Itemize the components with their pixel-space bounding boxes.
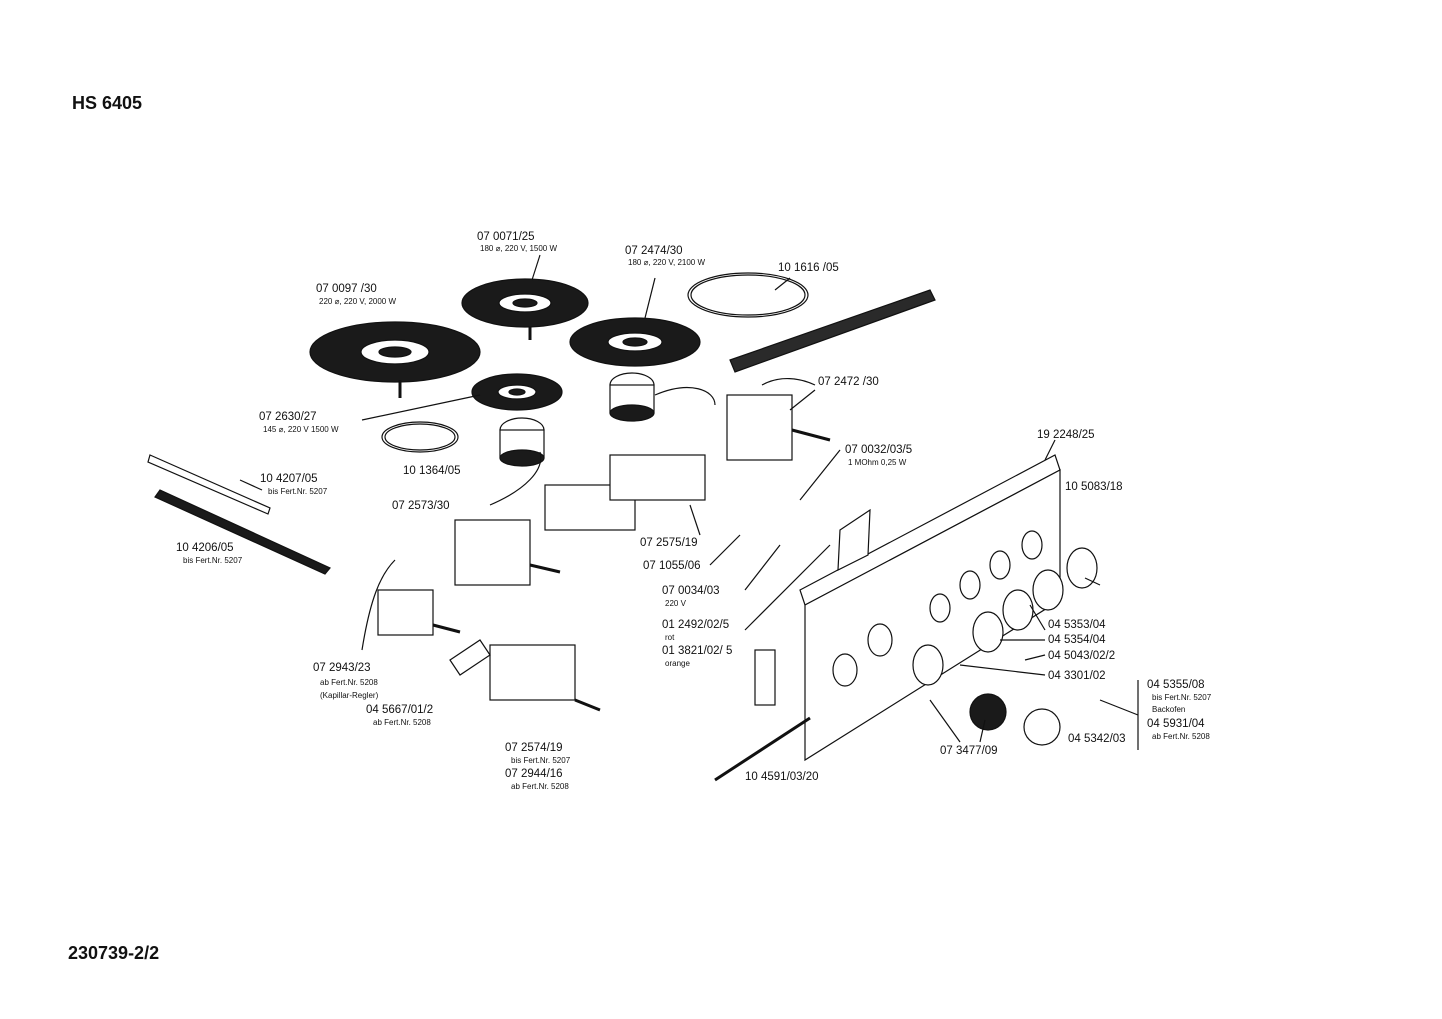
rotary-switch-2 — [609, 454, 706, 501]
part-spec: (Kapillar-Regler) — [320, 691, 379, 700]
part-label: 04 5667/01/2 — [366, 704, 434, 716]
part-spec: Backofen — [1152, 705, 1186, 714]
knob-2 — [1032, 569, 1064, 611]
doc-number: 230739-2/2 — [68, 943, 160, 963]
part-label: 10 4591/03/20 — [745, 771, 819, 783]
capillary-thermostat — [377, 589, 434, 636]
part-label: 10 5083/18 — [1065, 481, 1123, 493]
part-label: 19 2248/25 — [1037, 429, 1095, 441]
part-label: 04 3301/02 — [1048, 670, 1106, 682]
model-title: HS 6405 — [72, 93, 143, 113]
switch-box-1 — [726, 394, 793, 461]
part-label: 07 3477/09 — [940, 745, 998, 757]
trim-ring-large — [687, 272, 809, 318]
oven-knob — [969, 693, 1007, 731]
power-cable — [714, 716, 811, 782]
part-label: 04 5353/04 — [1048, 619, 1106, 631]
part-spec: bis Fert.Nr. 5207 — [1152, 693, 1212, 702]
part-spec: 220 V — [665, 599, 686, 608]
hotplate-220 — [309, 321, 481, 398]
support-bracket — [729, 289, 936, 373]
cover-cap — [1023, 708, 1061, 746]
part-label: 07 0097 /30 — [316, 283, 377, 295]
part-label: 07 0034/03 — [662, 585, 720, 597]
part-spec: rot — [665, 633, 675, 642]
knob-3 — [1002, 589, 1034, 631]
part-label: 07 2575/19 — [640, 537, 698, 549]
part-label: 04 5342/03 — [1068, 733, 1126, 745]
part-spec: bis Fert.Nr. 5207 — [268, 487, 328, 496]
part-label: 01 3821/02/ 5 — [662, 645, 733, 657]
part-label: 07 2472 /30 — [818, 376, 879, 388]
part-spec: 180 ⌀, 220 V, 1500 W — [480, 244, 558, 253]
switch-box-2 — [454, 519, 531, 586]
part-label: 10 1364/05 — [403, 465, 461, 477]
part-spec: bis Fert.Nr. 5207 — [183, 556, 243, 565]
oven-selector — [489, 644, 576, 701]
part-label: 07 2573/30 — [392, 500, 450, 512]
part-label: 07 1055/06 — [643, 560, 701, 572]
part-label: 10 1616 /05 — [778, 262, 839, 274]
part-label: 07 2630/27 — [259, 411, 317, 423]
part-spec: 1 MOhm 0,25 W — [848, 458, 907, 467]
part-spec: ab Fert.Nr. 5208 — [511, 782, 569, 791]
part-spec: ab Fert.Nr. 5208 — [320, 678, 378, 687]
part-label: 04 5043/02/2 — [1048, 650, 1116, 662]
part-label: 10 4206/05 — [176, 542, 234, 554]
hotplate-180-b — [569, 317, 701, 367]
part-label: 07 2474/30 — [625, 245, 683, 257]
part-label: 07 2943/23 — [313, 662, 371, 674]
part-spec: bis Fert.Nr. 5207 — [511, 756, 571, 765]
part-label: 10 4207/05 — [260, 473, 318, 485]
knob-4 — [972, 611, 1004, 653]
sensor-rod-1 — [147, 454, 271, 515]
knob-5 — [912, 644, 944, 686]
part-spec: ab Fert.Nr. 5208 — [373, 718, 431, 727]
part-label: 04 5355/08 — [1147, 679, 1205, 691]
trim-ring-small — [381, 421, 459, 453]
part-spec: 145 ⌀, 220 V 1500 W — [263, 425, 339, 434]
sensor-rod-2 — [154, 489, 331, 575]
part-label: 07 0071/25 — [477, 231, 535, 243]
part-label: 04 5931/04 — [1147, 718, 1205, 730]
part-label: 07 2944/16 — [505, 768, 563, 780]
part-label: 07 2574/19 — [505, 742, 563, 754]
part-label: 01 2492/02/5 — [662, 619, 730, 631]
part-label: 04 5354/04 — [1048, 634, 1106, 646]
part-spec: ab Fert.Nr. 5208 — [1152, 732, 1210, 741]
part-spec: 180 ⌀, 220 V, 2100 W — [628, 258, 706, 267]
hotplate-145 — [471, 373, 563, 411]
part-spec: 220 ⌀, 220 V, 2000 W — [319, 297, 397, 306]
knob-1 — [1066, 547, 1098, 589]
indicator-bezel — [837, 508, 871, 571]
part-spec: orange — [665, 659, 690, 668]
part-label: 07 0032/03/5 — [845, 444, 913, 456]
hotplate-180-a — [461, 278, 589, 340]
